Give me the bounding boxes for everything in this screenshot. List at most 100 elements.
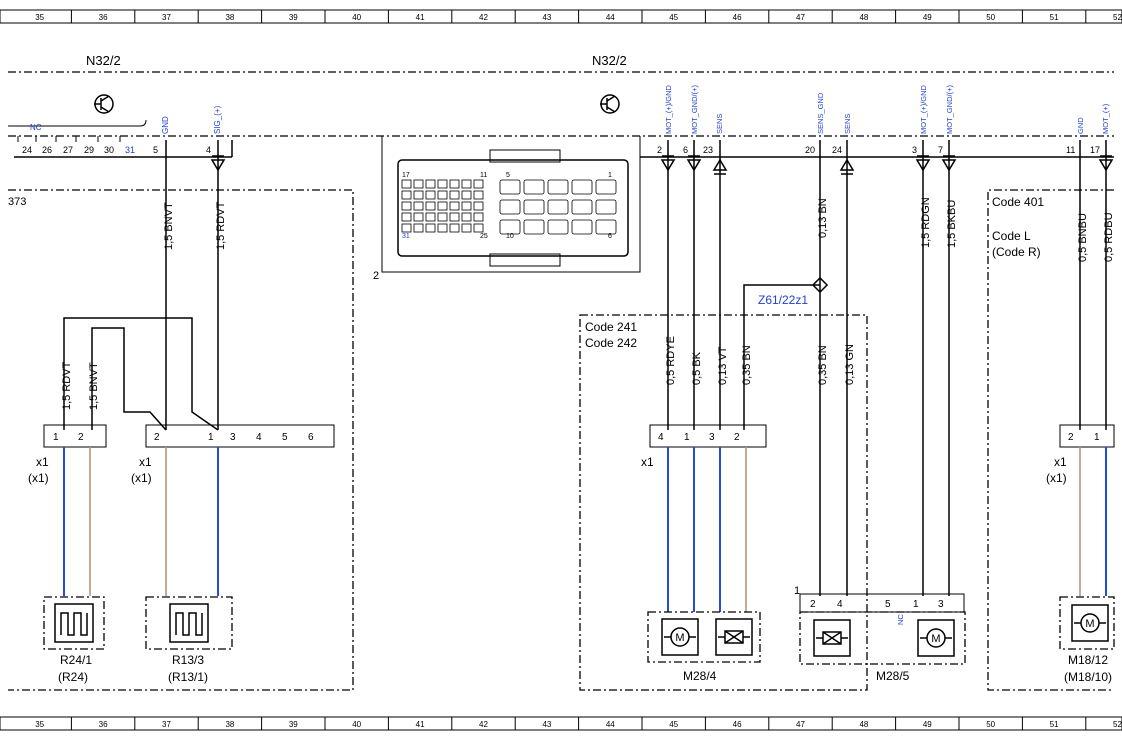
signal-label: MOT_GND/(+) [690, 85, 699, 134]
pin-label: 6 [683, 145, 688, 155]
component-name: M28/5 [876, 669, 910, 683]
sensor-icon [715, 618, 753, 656]
plug-pin-label: 6 [308, 432, 314, 443]
left-pin-labels: 24 26 27 29 30 31 5 4 [22, 145, 211, 155]
wire-label: 0,13 VT [717, 346, 729, 385]
code-box-left-label: 373 [8, 196, 26, 208]
connector-cavity [461, 223, 472, 233]
plug-pin-label: 3 [938, 599, 944, 610]
module-label-right: N32/2 [592, 53, 627, 68]
plug-d: 2 1 x1 (x1) [1046, 424, 1115, 485]
code-box-right-line1: Code 401 [992, 195, 1044, 209]
grid-column-number: 37 [162, 13, 171, 22]
plug-pin-label: 5 [282, 432, 288, 443]
connector-cavity [425, 179, 436, 189]
signal-label: SIG_(+) [213, 105, 222, 134]
connector-cavity [449, 179, 460, 189]
pin-label: 30 [104, 145, 114, 155]
connector-pin-label: 5 [506, 172, 510, 179]
signal-label: MOT_(+) [1101, 103, 1110, 134]
pin-label: 17 [1090, 145, 1100, 155]
connector-cavity [461, 201, 472, 211]
plug-e-label: 1 [794, 585, 800, 597]
connector-pin-label: 17 [402, 172, 410, 179]
nc-label: NC [896, 614, 905, 625]
wire-label: 0,5 RDBU [1103, 212, 1115, 262]
connector-cavity [499, 219, 521, 235]
grid-column-number: 40 [352, 13, 361, 22]
connector-pin-label: 31 [402, 233, 410, 240]
grid-column-number: 45 [669, 13, 678, 22]
pin-label: 5 [153, 145, 158, 155]
code-box-mid-line1: Code 241 [585, 320, 637, 334]
component-alt: (R13/1) [168, 670, 208, 684]
pin-label: 11 [1066, 145, 1075, 155]
signal-label: SENS_GND [816, 92, 825, 134]
wire-label: 1,5 BNVT [88, 362, 100, 410]
connector-cavity [401, 201, 412, 211]
pin-label: 7 [938, 145, 943, 155]
component-name: R13/3 [172, 653, 204, 667]
grid-column-number: 41 [416, 720, 425, 729]
pin-label: 23 [703, 145, 713, 155]
connector-cavity [473, 223, 484, 233]
pin-label: 4 [206, 145, 211, 155]
connector-cavity [401, 179, 412, 189]
splice-point [811, 276, 829, 294]
right-pin-labels: 2 6 23 20 24 3 7 11 17 [657, 145, 1100, 155]
wire-label: 0,13 BN [817, 198, 829, 238]
signal-label: MOT_(+)/GND [664, 84, 673, 134]
plug-x1-label: x1 [139, 455, 152, 469]
connector-cavity [437, 179, 448, 189]
connector-cavity [449, 201, 460, 211]
motor-icon [1071, 604, 1109, 642]
plug-x1-label: x1 [36, 455, 49, 469]
plug-pin-label: 2 [734, 432, 740, 443]
wire-label: 0,5 BNBU [1077, 213, 1089, 262]
connector-cavity [413, 201, 424, 211]
signal-label: SENS [715, 114, 724, 134]
grid-column-number: 35 [35, 13, 44, 22]
pin-label: 20 [805, 145, 815, 155]
grid-column-number: 50 [986, 13, 995, 22]
plug-pin-label: 2 [154, 432, 160, 443]
component-r13-3: R13/3 (R13/1) [145, 596, 233, 684]
splice-label: Z61/22z1 [758, 293, 808, 307]
connector-cavity [595, 219, 617, 235]
plug-pin-label: 1 [1094, 432, 1100, 443]
grid-column-number: 43 [542, 720, 551, 729]
plug-pin-label: 4 [256, 432, 262, 443]
grid-column-number: 46 [733, 720, 742, 729]
pin-label: 31 [125, 145, 135, 155]
connector-cavity [461, 190, 472, 200]
connector-pin-label: 6 [608, 233, 612, 240]
connector-cavity [413, 179, 424, 189]
transistor-icon [93, 94, 114, 114]
grid-column-number: 49 [923, 720, 932, 729]
connector-cavity [595, 199, 617, 215]
plug-pin-label: 1 [913, 599, 919, 610]
connector-cavity [523, 199, 545, 215]
grid-column-number: 38 [225, 13, 234, 22]
grid-column-number: 44 [606, 720, 615, 729]
connector-cavity [401, 212, 412, 222]
plug-x1-label: x1 [1054, 455, 1067, 469]
grid-column-number: 36 [99, 13, 108, 22]
connector-cavity [473, 201, 484, 211]
connector-cavity [437, 212, 448, 222]
plug-b: 2 1 3 4 5 6 x1 (x1) [131, 424, 335, 485]
component-m28-5: M28/5 [799, 611, 966, 683]
connector-cavity [523, 179, 545, 195]
connector-cavity [425, 212, 436, 222]
grid-column-number: 38 [225, 720, 234, 729]
component-name: M18/12 [1068, 653, 1108, 667]
connector-cavity [571, 199, 593, 215]
grid-column-number: 37 [162, 720, 171, 729]
connector-cavity [449, 212, 460, 222]
connector-cavity [425, 223, 436, 233]
grid-column-number: 46 [733, 13, 742, 22]
plug-x1-sub: (x1) [28, 471, 49, 485]
grid-column-number: 44 [606, 13, 615, 22]
connector-cavity [523, 219, 545, 235]
code-box-mid [579, 314, 868, 691]
